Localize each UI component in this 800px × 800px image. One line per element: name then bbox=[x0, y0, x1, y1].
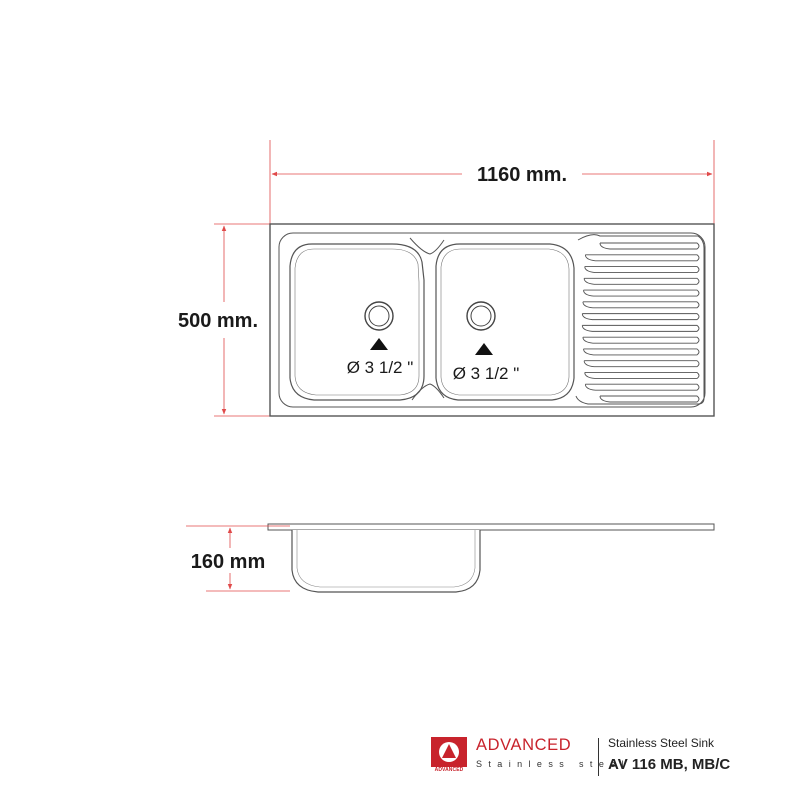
drainboard-rib bbox=[583, 348, 700, 356]
brand-logo-text: ADVANCED bbox=[434, 767, 464, 773]
drain-left: Ø 3 1/2 " bbox=[347, 301, 414, 377]
sink-side-bowl-inner bbox=[296, 530, 476, 588]
drain-right-marker bbox=[475, 343, 493, 355]
drainboard-rib bbox=[583, 360, 700, 368]
drain-right-label: Ø 3 1/2 " bbox=[453, 364, 520, 383]
drainboard-rib bbox=[583, 289, 700, 297]
drain-left-inner bbox=[368, 305, 390, 327]
sink-side-rim bbox=[267, 523, 715, 531]
drainboard-rib bbox=[599, 395, 700, 403]
drainboard-outline bbox=[575, 234, 705, 405]
brand-tagline: Stainless steel bbox=[476, 759, 631, 769]
width-label: 1160 mm. bbox=[477, 164, 567, 186]
brand-logo: ADVANCED bbox=[430, 736, 468, 776]
basin-bridge-lower bbox=[411, 383, 445, 401]
drainboard-rib bbox=[581, 324, 700, 332]
brand-block: ADVANCED ADVANCED Stainless steel Stainl… bbox=[430, 732, 770, 778]
basin-bridge bbox=[409, 237, 445, 255]
brand-divider bbox=[598, 738, 599, 776]
height-dimension: 500 mm. bbox=[178, 223, 270, 417]
drainboard-rib bbox=[584, 254, 700, 262]
drainboard-rib bbox=[582, 336, 700, 344]
drainboard-rib bbox=[584, 266, 700, 273]
drainboard-rib bbox=[581, 313, 700, 321]
product-type: Stainless Steel Sink bbox=[608, 736, 715, 750]
depth-label: 160 mm bbox=[191, 551, 266, 573]
drainboard-rib bbox=[582, 301, 700, 309]
sink-top-view: Ø 3 1/2 " Ø 3 1/2 " bbox=[269, 223, 715, 417]
drain-left-label: Ø 3 1/2 " bbox=[347, 358, 414, 377]
drainboard-rib bbox=[584, 372, 700, 379]
drain-left-marker bbox=[370, 338, 388, 350]
sink-side-view bbox=[267, 523, 715, 593]
depth-dimension: 160 mm bbox=[186, 525, 290, 592]
brand-logo-icon bbox=[431, 737, 467, 767]
width-dimension: 1160 mm. bbox=[269, 140, 715, 225]
basin-left bbox=[289, 243, 425, 401]
drainboard-rib bbox=[583, 277, 700, 285]
product-model: AV 116 MB, MB/C bbox=[608, 756, 731, 773]
height-label: 500 mm. bbox=[178, 310, 258, 332]
drain-right: Ø 3 1/2 " bbox=[453, 301, 520, 383]
brand-name: ADVANCED bbox=[476, 736, 572, 754]
drainboard-rib bbox=[584, 383, 700, 391]
drainboard-rib bbox=[599, 242, 700, 250]
sink-side-bowl bbox=[291, 530, 481, 593]
basin-right bbox=[435, 243, 575, 401]
drain-right-inner bbox=[470, 305, 492, 327]
basin-right-inner bbox=[440, 248, 570, 396]
drainboard-ribs bbox=[581, 242, 700, 403]
basin-left-inner bbox=[294, 248, 420, 396]
